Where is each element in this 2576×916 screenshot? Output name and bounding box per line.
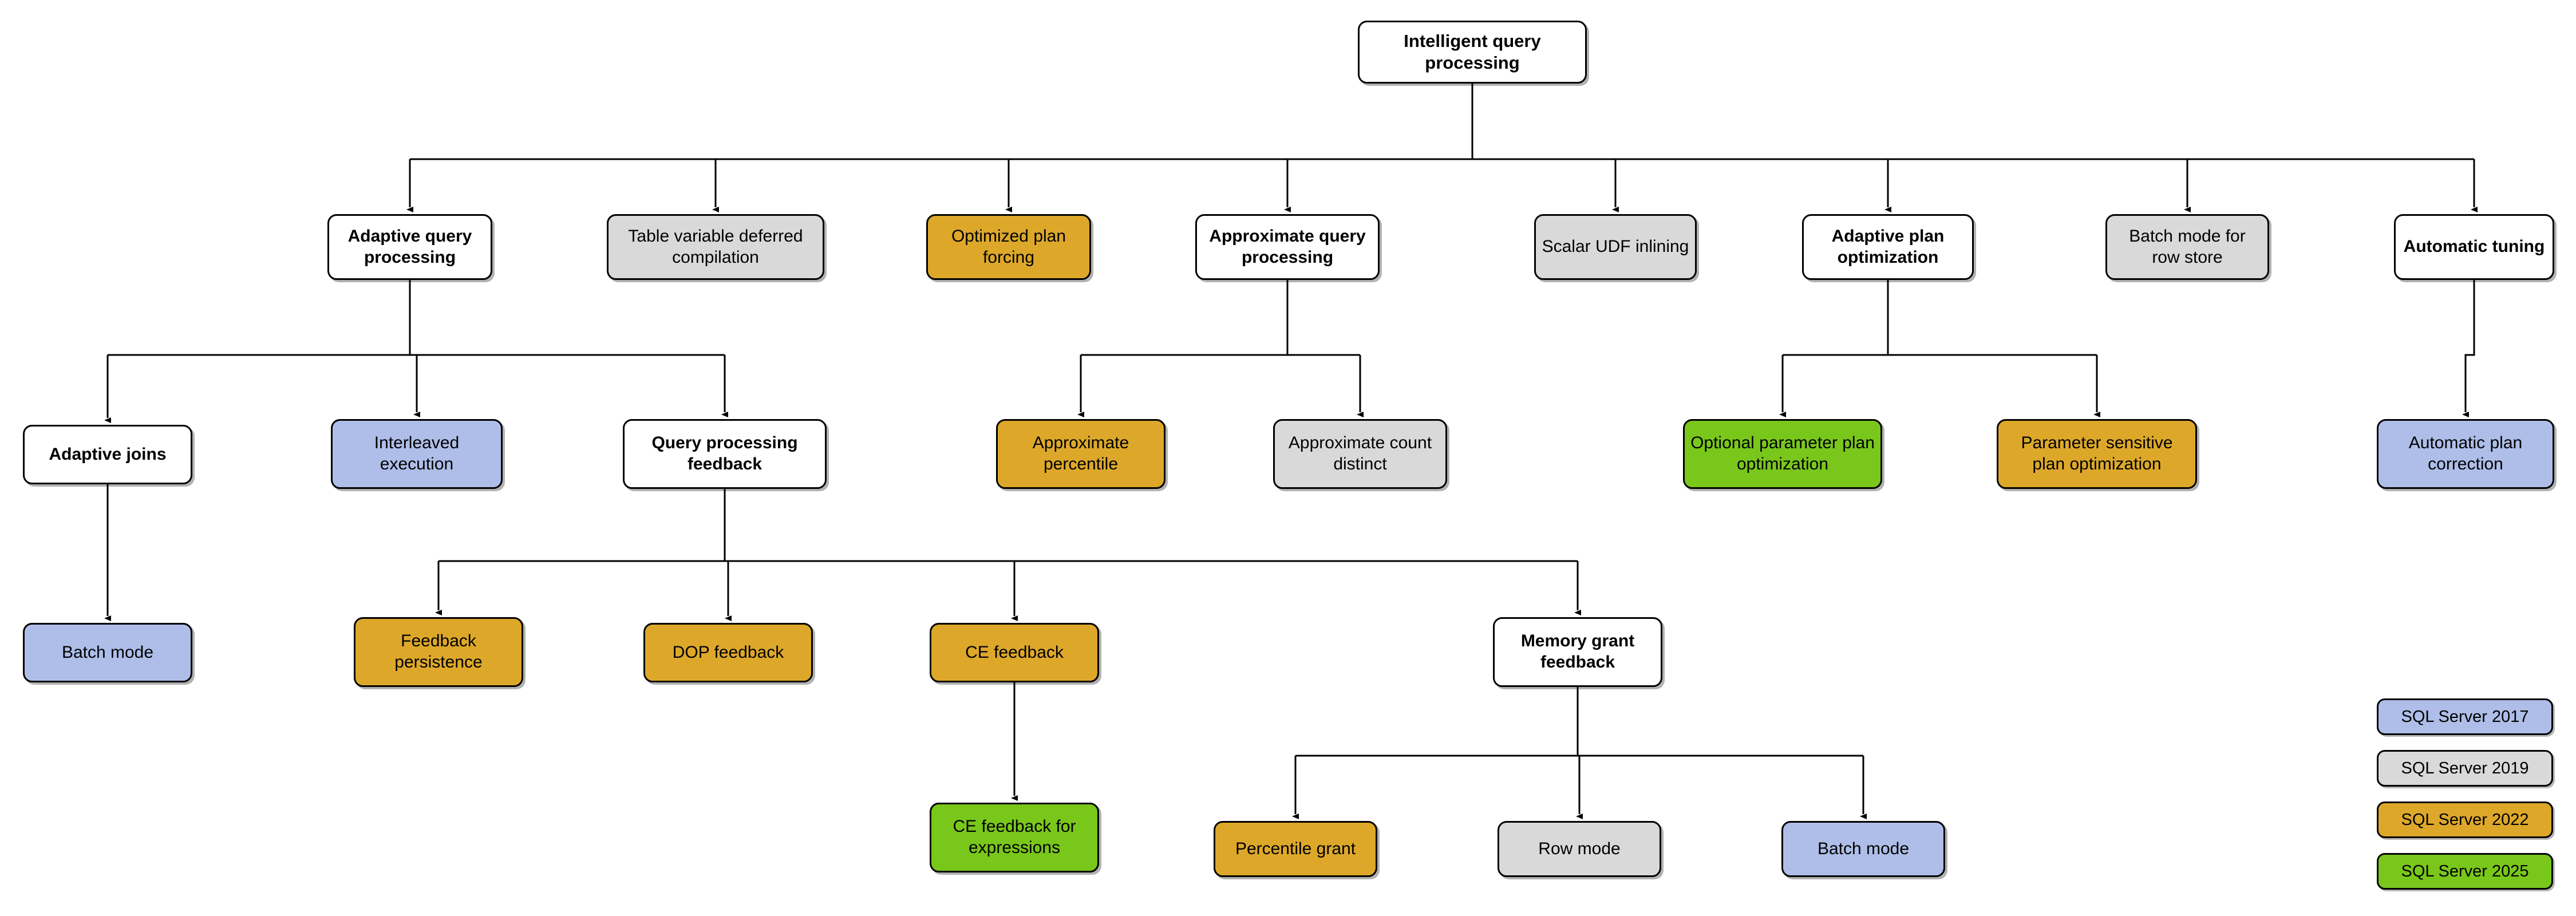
node-label: Adaptive plan optimization <box>1831 226 1945 267</box>
node-label: Query processing feedback <box>651 433 798 473</box>
node-ilexec[interactable]: Interleaved execution <box>331 419 503 489</box>
node-mgf[interactable]: Memory grant feedback <box>1493 617 1662 687</box>
node-aqp[interactable]: Adaptive query processing <box>327 214 492 280</box>
legend-item-label: SQL Server 2025 <box>2401 862 2529 881</box>
node-label: Batch mode for row store <box>2129 226 2246 267</box>
node-fbpers[interactable]: Feedback persistence <box>354 617 523 687</box>
node-rowmode[interactable]: Row mode <box>1498 821 1661 877</box>
node-apq[interactable]: Approximate query processing <box>1195 214 1380 280</box>
node-psp[interactable]: Parameter sensitive plan optimization <box>1997 419 2197 489</box>
node-qpf[interactable]: Query processing feedback <box>623 419 827 489</box>
node-label: Percentile grant <box>1235 839 1356 858</box>
node-label: DOP feedback <box>672 642 784 662</box>
node-label: Memory grant feedback <box>1520 631 1635 672</box>
node-ajoins[interactable]: Adaptive joins <box>23 425 192 484</box>
node-label: Approximate percentile <box>1032 433 1129 473</box>
node-root[interactable]: Intelligent query processing <box>1358 21 1587 84</box>
node-label: Approximate query processing <box>1209 226 1366 267</box>
node-label: Batch mode <box>1817 839 1910 858</box>
node-udf[interactable]: Scalar UDF inlining <box>1534 214 1697 280</box>
node-label: Batch mode <box>61 642 154 662</box>
node-approxcd[interactable]: Approximate count distinct <box>1273 419 1447 489</box>
node-cefbexpr[interactable]: CE feedback for expressions <box>930 803 1099 872</box>
legend-item-sql-server-2022: SQL Server 2022 <box>2377 802 2553 838</box>
node-pctgrant[interactable]: Percentile grant <box>1214 821 1377 877</box>
node-label: Intelligent query processing <box>1404 31 1541 73</box>
node-label: Automatic plan correction <box>2408 433 2523 473</box>
node-label: CE feedback for expressions <box>953 817 1076 857</box>
node-apo[interactable]: Adaptive plan optimization <box>1802 214 1974 280</box>
legend-item-label: SQL Server 2017 <box>2401 707 2529 726</box>
node-bm1[interactable]: Batch mode <box>23 623 192 682</box>
node-approxpct[interactable]: Approximate percentile <box>996 419 1165 489</box>
node-label: Adaptive query processing <box>347 226 472 267</box>
node-apc[interactable]: Automatic plan correction <box>2377 419 2554 489</box>
legend-item-sql-server-2017: SQL Server 2017 <box>2377 698 2553 735</box>
node-dopfb[interactable]: DOP feedback <box>643 623 813 682</box>
node-label: Table variable deferred compilation <box>628 226 803 267</box>
connector <box>2462 280 2475 417</box>
node-label: Interleaved execution <box>374 433 460 473</box>
node-label: Approximate count distinct <box>1288 433 1432 473</box>
node-label: Scalar UDF inlining <box>1542 237 1689 256</box>
legend-item-label: SQL Server 2022 <box>2401 810 2529 829</box>
legend-item-sql-server-2019: SQL Server 2019 <box>2377 750 2553 787</box>
node-label: Row mode <box>1538 839 1621 858</box>
node-autotune[interactable]: Automatic tuning <box>2394 214 2554 280</box>
node-label: Optimized plan forcing <box>951 226 1066 267</box>
node-bm2[interactable]: Batch mode <box>1781 821 1945 877</box>
node-opf[interactable]: Optimized plan forcing <box>926 214 1091 280</box>
node-cefb[interactable]: CE feedback <box>930 623 1099 682</box>
node-label: Feedback persistence <box>394 631 483 672</box>
node-tvdc[interactable]: Table variable deferred compilation <box>607 214 824 280</box>
node-label: CE feedback <box>965 642 1064 662</box>
node-bmrs[interactable]: Batch mode for row store <box>2105 214 2269 280</box>
node-label: Parameter sensitive plan optimization <box>2021 433 2173 473</box>
node-oppo[interactable]: Optional parameter plan optimization <box>1683 419 1882 489</box>
node-label: Optional parameter plan optimization <box>1690 433 1875 473</box>
node-label: Automatic tuning <box>2403 237 2545 256</box>
node-label: Adaptive joins <box>49 444 167 464</box>
legend-item-label: SQL Server 2019 <box>2401 759 2529 777</box>
legend-item-sql-server-2025: SQL Server 2025 <box>2377 853 2553 890</box>
